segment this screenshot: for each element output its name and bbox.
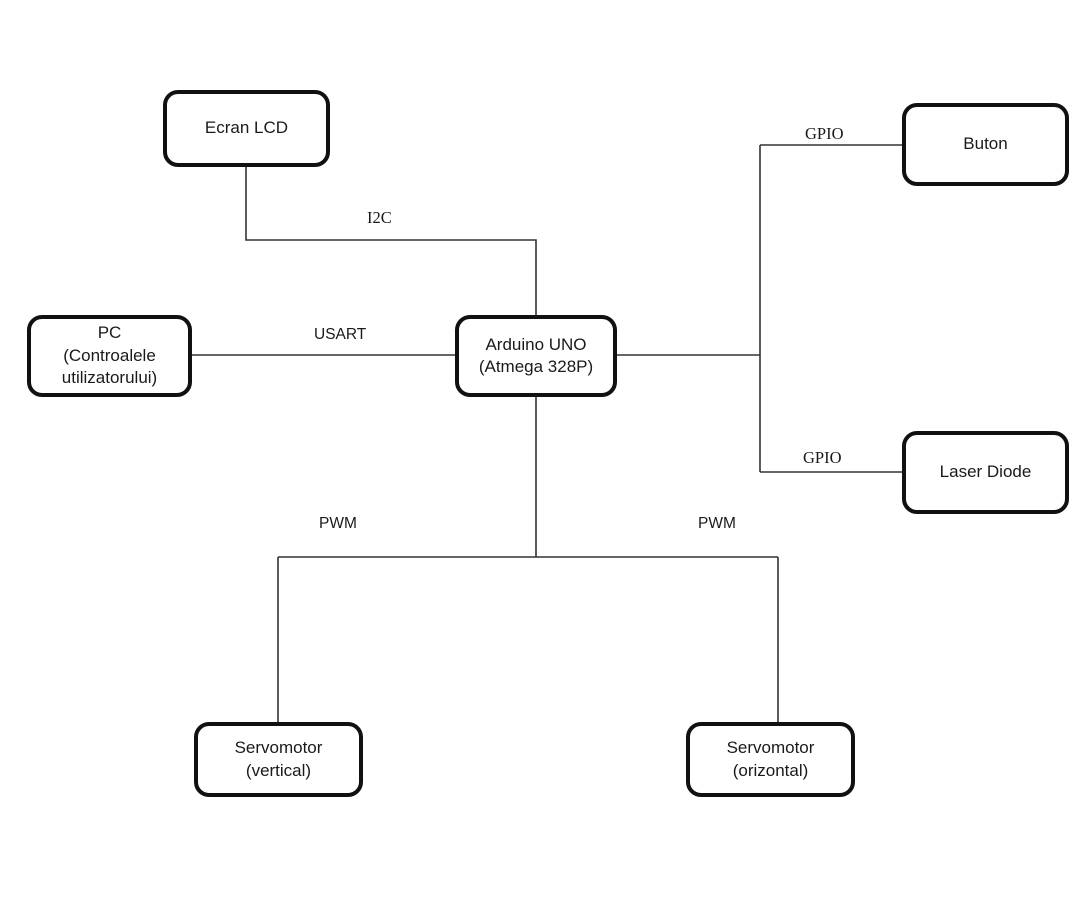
edge-gpio-buton [617, 144, 902, 472]
edge-label-gpio-buton: GPIO [805, 124, 844, 143]
node-label-servomotor-orizontal: Servomotor (orizontal) [726, 738, 815, 780]
edge-label-gpio-laser: GPIO [803, 448, 842, 467]
edge-label-i2c: I2C [367, 208, 392, 227]
node-servomotor-vertical[interactable]: Servomotor (vertical) [194, 722, 363, 797]
edge-label-pwm-orizontal: PWM [698, 515, 736, 532]
node-pc[interactable]: PC (Controalele utilizatorului) [27, 315, 192, 397]
edge-label-pwm-vertical: PWM [319, 515, 357, 532]
edge-pwm-vertical [277, 397, 778, 722]
node-label-buton: Buton [963, 134, 1008, 154]
edge-label-usart: USART [314, 326, 367, 343]
node-laser-diode[interactable]: Laser Diode [902, 431, 1069, 514]
node-label-servomotor-vertical: Servomotor (vertical) [234, 738, 323, 780]
node-label-ecran-lcd: Ecran LCD [204, 118, 289, 138]
node-label-arduino-uno: Arduino UNO (Atmega 328P) [478, 334, 594, 376]
node-buton[interactable]: Buton [902, 103, 1069, 186]
node-arduino-uno[interactable]: Arduino UNO (Atmega 328P) [455, 315, 617, 397]
node-servomotor-orizontal[interactable]: Servomotor (orizontal) [686, 722, 855, 797]
node-label-laser-diode: Laser Diode [939, 462, 1032, 482]
node-label-pc: PC (Controalele utilizatorului) [61, 323, 158, 388]
edge-i2c [245, 167, 537, 315]
node-ecran-lcd[interactable]: Ecran LCD [163, 90, 330, 167]
